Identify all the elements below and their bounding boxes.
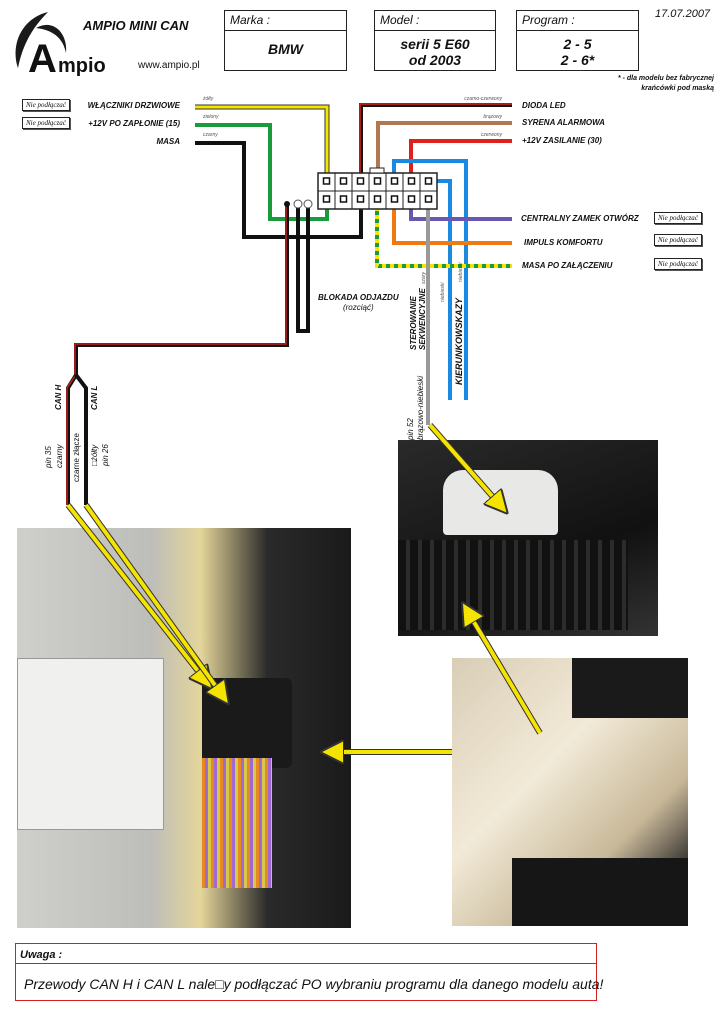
- wire-label: SYRENA ALARMOWA: [522, 118, 605, 127]
- marka-box: Marka : BMW: [224, 10, 347, 71]
- marka-value: BMW: [268, 41, 303, 57]
- wire-color-name: brązowy: [483, 114, 502, 120]
- program-line2: 2 - 6*: [560, 52, 595, 68]
- wire-brown: [376, 121, 512, 181]
- wire-can: [74, 206, 289, 375]
- arrow-to-location: [468, 612, 542, 735]
- wire-blue-1: [392, 159, 468, 400]
- wire-yellow: [195, 105, 329, 181]
- photo-dashboard-location: [452, 658, 688, 926]
- wire-label: CENTRALNY ZAMEK OTWÓRZ: [521, 214, 639, 223]
- connector-block: [317, 167, 438, 210]
- arrow-can-h: [66, 503, 205, 680]
- model-line1: serii 5 E60: [400, 36, 470, 52]
- svg-text:mpio: mpio: [58, 55, 106, 76]
- connector-pin: [373, 195, 382, 203]
- warning-title: Uwaga :: [20, 949, 63, 961]
- wire-black: [195, 141, 363, 239]
- marka-label: Marka :: [225, 11, 346, 31]
- connector-pin: [373, 177, 382, 185]
- wire-red: [409, 139, 512, 181]
- wire-can-l: [74, 373, 88, 505]
- connector-pin: [339, 177, 348, 185]
- connector-pin: [356, 195, 365, 203]
- connector-pin: [322, 177, 331, 185]
- arrow-can-l: [84, 503, 222, 695]
- wire-color-name: czarny: [203, 132, 218, 138]
- connector-pin: [356, 177, 365, 185]
- model-label: Model :: [375, 11, 495, 31]
- footnote-line2: krańcówki pod maską: [641, 85, 714, 92]
- wire-color-name: żółty: [203, 96, 214, 102]
- connector-pin: [322, 195, 331, 203]
- wire-label: WŁĄCZNIKI DRZWIOWE: [87, 101, 180, 110]
- connector-pin: [339, 195, 348, 203]
- wire-label: MASA: [156, 137, 180, 146]
- connector-pin: [390, 195, 399, 203]
- wire-color-name: czerwony: [480, 132, 502, 138]
- connector-pin: [424, 195, 433, 203]
- model-line2: od 2003: [408, 52, 462, 68]
- not-connect-badge: Nie podłączać: [654, 212, 702, 224]
- wire-color-name: czarno-czerwony: [464, 96, 502, 102]
- blokada-line2: (rozciąć): [342, 303, 374, 312]
- connector-pin: [424, 177, 433, 185]
- wire-label: +12V PO ZAPŁONIE (15): [88, 119, 180, 128]
- connector-pin: [407, 195, 416, 203]
- program-label: Program :: [517, 11, 638, 31]
- app-title: AMPIO MINI CAN: [83, 18, 189, 33]
- program-line1: 2 - 5: [563, 36, 592, 52]
- connector-pin: [407, 177, 416, 185]
- wire-orange: [392, 199, 512, 245]
- footnote: * - dla modelu bez fabrycznej krańcówki …: [618, 74, 714, 94]
- wire-blokada: [296, 206, 310, 333]
- wire-label: +12V ZASILANIE (30): [522, 136, 602, 145]
- warning-box: Uwaga : Przewody CAN H i CAN L nale□y po…: [15, 943, 603, 1001]
- cut-point: [284, 201, 290, 207]
- blokada-line1: BLOKADA ODJAZDU: [318, 293, 399, 302]
- connector-pin: [390, 177, 399, 185]
- footnote-line1: * - dla modelu bez fabrycznej: [617, 75, 714, 82]
- wire-black-red: [359, 103, 512, 181]
- cut-point: [293, 199, 303, 209]
- arrow-to-module: [428, 423, 500, 505]
- warning-text: Przewody CAN H i CAN L nale□y podłączać …: [24, 976, 604, 992]
- photo-control-module: [398, 440, 658, 636]
- not-connect-badge: Nie podłączać: [654, 234, 702, 246]
- wire-green: [195, 123, 329, 221]
- blokada-label: BLOKADA ODJAZDU (rozciąć): [318, 293, 399, 313]
- wire-label: IMPULS KOMFORTU: [524, 238, 603, 247]
- ampio-logo: A mpio: [15, 12, 106, 76]
- wire-color-name: zielony: [203, 114, 219, 120]
- not-connect-badge: Nie podłączać: [22, 117, 70, 129]
- website: www.ampio.pl: [138, 60, 200, 71]
- not-connect-badge: Nie podłączać: [654, 258, 702, 270]
- svg-text:A: A: [28, 37, 57, 76]
- wire-label: MASA PO ZAŁĄCZENIU: [522, 261, 613, 270]
- wire-label: DIODA LED: [522, 101, 566, 110]
- cut-point: [303, 199, 313, 209]
- date: 17.07.2007: [655, 8, 711, 20]
- not-connect-badge: Nie podłączać: [22, 99, 70, 111]
